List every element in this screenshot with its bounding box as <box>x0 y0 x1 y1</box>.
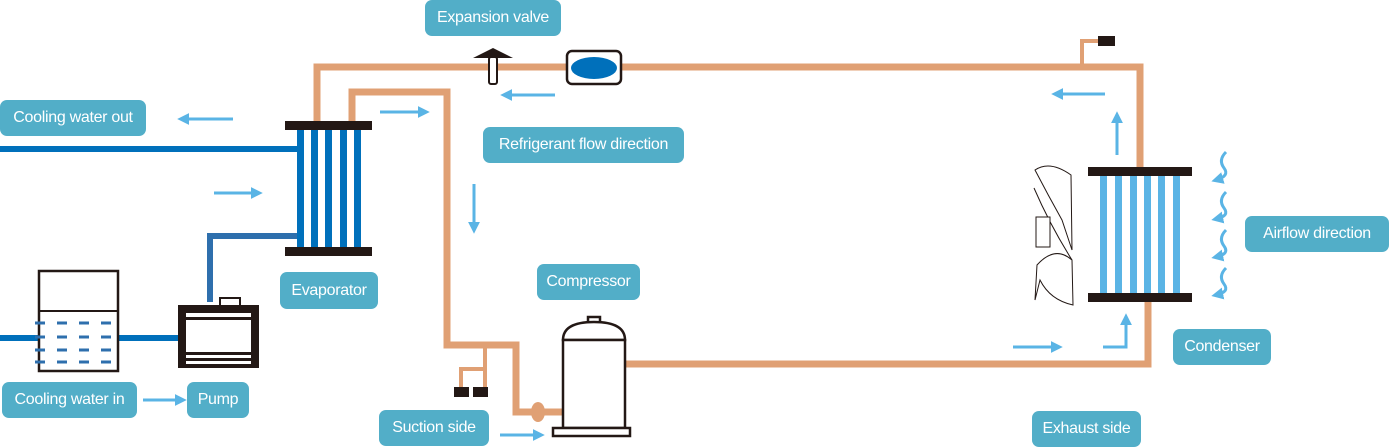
discharge-line <box>620 298 1152 368</box>
cooling-water-feed-pipe <box>207 233 298 302</box>
label-exhaust-side: Exhaust side <box>1032 411 1141 447</box>
compressor-icon <box>551 315 632 438</box>
airflow-arrow-1 <box>1211 150 1228 184</box>
suction-line <box>348 88 562 416</box>
label-evaporator: Evaporator <box>280 272 378 309</box>
service-port <box>1098 36 1115 46</box>
evaporator-icon <box>285 121 372 256</box>
suction-bulb <box>531 402 545 422</box>
label-refrigerant-flow-direction: Refrigerant flow direction <box>483 127 684 163</box>
label-airflow-direction: Airflow direction <box>1245 216 1389 252</box>
label-condenser: Condenser <box>1173 329 1271 365</box>
label-compressor: Compressor <box>537 264 640 300</box>
pump-icon <box>178 297 259 368</box>
label-cooling-water-in: Cooling water in <box>2 382 137 418</box>
pressure-port-1 <box>454 387 469 397</box>
airflow-arrow-2 <box>1211 190 1228 224</box>
water-tank-icon <box>35 269 120 373</box>
label-expansion-valve: Expansion valve <box>425 0 561 36</box>
liquid-line <box>313 63 1144 170</box>
refrigerant-pipes <box>313 39 1152 416</box>
label-pump: Pump <box>187 382 249 418</box>
arrow-condenser-in <box>1103 313 1132 349</box>
flow-arrows <box>143 88 1228 441</box>
sensor-valve-icon <box>473 48 513 85</box>
label-suction-side: Suction side <box>379 410 489 446</box>
expansion-valve-icon <box>565 49 623 86</box>
condenser-icon <box>1088 167 1192 302</box>
condenser-service-branch <box>1080 39 1100 67</box>
airflow-arrow-4 <box>1211 266 1228 300</box>
suction-service-branch-2 <box>459 367 485 388</box>
fan-icon <box>1033 165 1074 306</box>
label-cooling-water-out: Cooling water out <box>0 100 146 136</box>
pressure-port-2 <box>473 387 488 397</box>
airflow-arrow-3 <box>1211 228 1228 262</box>
